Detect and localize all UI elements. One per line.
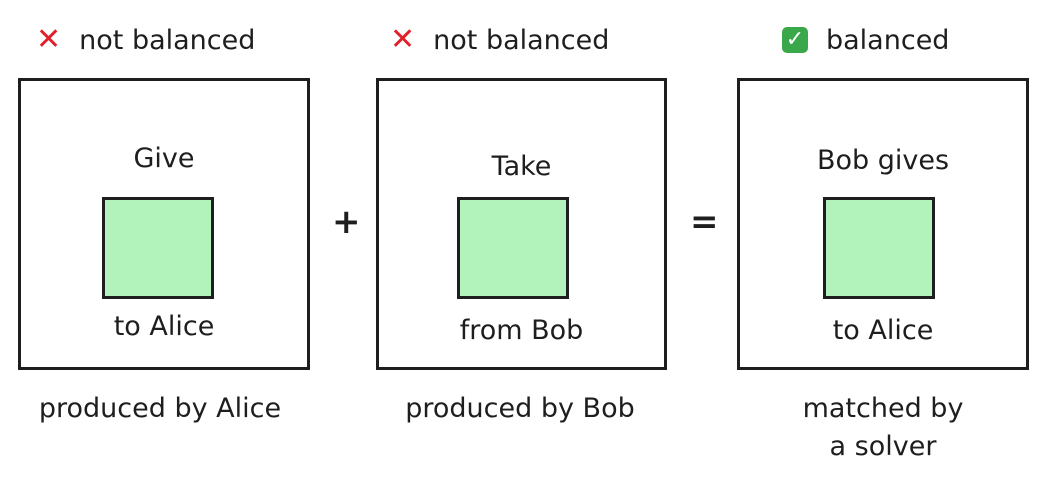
caption-line: matched by — [802, 393, 964, 424]
green-square — [457, 197, 569, 299]
panel-top-label: Bob gives — [816, 145, 950, 176]
panel-bob: Take from Bob — [376, 78, 667, 370]
status-bob: ✕ not balanced — [390, 20, 609, 60]
green-square — [823, 197, 935, 299]
green-square — [102, 197, 214, 299]
status-solver: ✓ balanced — [782, 20, 949, 60]
cross-icon: ✕ — [390, 22, 416, 57]
status-label: balanced — [826, 24, 950, 56]
panel-bottom-label: to Alice — [113, 311, 215, 342]
status-label: not balanced — [433, 24, 610, 56]
panel-bottom-label: to Alice — [832, 315, 934, 346]
equals-operator: = — [690, 202, 719, 242]
cross-icon: ✕ — [36, 22, 62, 57]
panel-top-label: Take — [491, 151, 552, 182]
panel-alice: Give to Alice — [18, 78, 310, 370]
panel-bottom-label: from Bob — [459, 315, 584, 346]
panel-solver: Bob gives to Alice — [737, 78, 1029, 370]
caption-line: a solver — [829, 431, 937, 462]
caption-solver: matched by a solver — [737, 390, 1029, 466]
check-icon: ✓ — [782, 27, 808, 53]
plus-operator: + — [332, 202, 361, 242]
caption-alice: produced by Alice — [38, 393, 282, 424]
status-label: not balanced — [79, 24, 256, 56]
caption-bob: produced by Bob — [405, 393, 635, 424]
panel-top-label: Give — [133, 143, 195, 174]
status-alice: ✕ not balanced — [36, 20, 255, 60]
